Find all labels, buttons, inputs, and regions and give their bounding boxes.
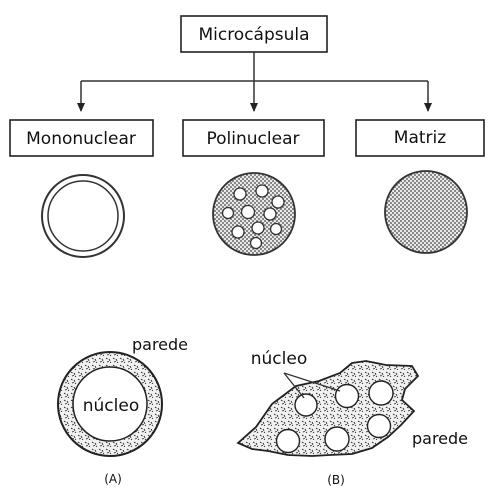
core-circle	[264, 208, 276, 220]
figure-a: núcleo parede (A)	[58, 335, 188, 486]
core-circle	[295, 394, 317, 416]
figure-a-caption: (A)	[104, 472, 122, 486]
core-circle	[336, 385, 359, 408]
core-circle	[272, 196, 284, 208]
root-node: Microcápsula	[181, 16, 327, 52]
figure-b-caption: (B)	[327, 473, 345, 487]
core-circle	[325, 427, 349, 451]
root-label: Microcápsula	[198, 25, 309, 45]
core-circle	[251, 238, 262, 249]
figure-a-core-label: núcleo	[83, 396, 139, 416]
core-circle	[232, 226, 244, 238]
matriz-icon	[385, 171, 467, 253]
mononuclear-inner-ring	[48, 181, 118, 251]
type-polinuclear: Polinuclear	[183, 120, 324, 156]
matriz-body	[385, 171, 467, 253]
core-circle	[242, 206, 255, 219]
figure-a-wall-label: parede	[132, 335, 188, 354]
core-circle	[271, 224, 282, 235]
core-circle	[256, 185, 268, 197]
type-matriz: Matriz	[356, 120, 484, 156]
mononuclear-icon	[42, 175, 124, 257]
core-circle	[369, 381, 393, 405]
core-circle	[223, 208, 234, 219]
core-circle	[368, 415, 391, 438]
figure-b: núcleo parede (B)	[238, 349, 468, 487]
polinuclear-label: Polinuclear	[207, 129, 300, 149]
figure-b-core-label: núcleo	[251, 349, 307, 369]
type-mononuclear: Mononuclear	[10, 120, 153, 156]
mononuclear-label: Mononuclear	[26, 129, 136, 149]
core-circle	[277, 430, 300, 453]
core-circle	[234, 188, 246, 200]
connectors	[81, 52, 428, 111]
figure-b-wall-label: parede	[412, 429, 468, 448]
matriz-label: Matriz	[394, 128, 446, 148]
core-circle	[252, 222, 264, 234]
polinuclear-icon	[213, 173, 295, 255]
